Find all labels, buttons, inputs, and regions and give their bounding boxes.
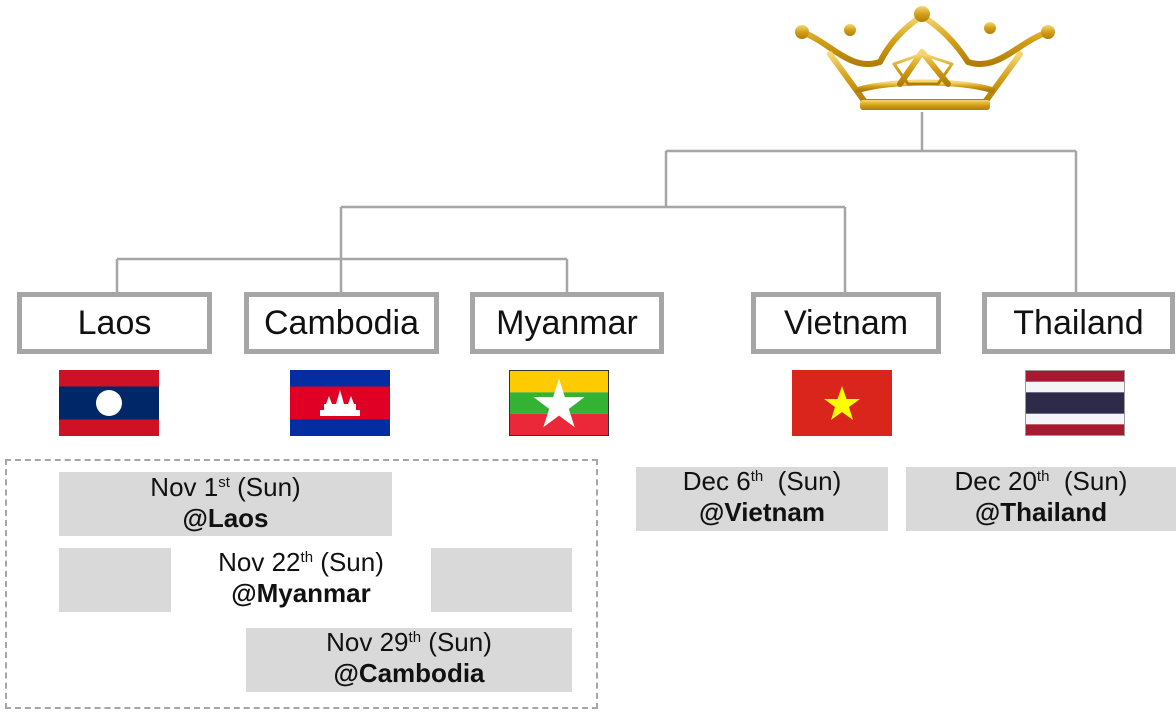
group-stage-frame: [5, 459, 598, 709]
match-box-thailand: [906, 467, 1176, 531]
team-box-thailand: Thailand: [982, 292, 1175, 354]
myanmar-flag-icon: [509, 370, 609, 436]
match-venue: @Cambodia: [333, 658, 485, 688]
match-venue: @Thailand: [974, 497, 1108, 527]
match-date: Nov 22th (Sun): [218, 547, 384, 577]
team-name: Myanmar: [496, 303, 638, 342]
match-info-vietnam: Dec 6th (Sun) @Vietnam: [636, 466, 888, 528]
match-info-cambodia: Nov 29th (Sun) @Cambodia: [246, 627, 572, 689]
match-date: Dec 20th (Sun): [954, 466, 1128, 496]
match-box-myanmar-right: [431, 548, 572, 612]
team-box-laos: Laos: [17, 292, 212, 354]
match-info-laos: Nov 1st (Sun) @Laos: [59, 472, 392, 534]
team-name: Vietnam: [783, 303, 909, 342]
match-box-laos: [59, 472, 392, 536]
team-name: Cambodia: [264, 303, 419, 342]
team-box-vietnam: Vietnam: [751, 292, 941, 354]
team-name: Laos: [77, 303, 152, 342]
match-venue: @Laos: [182, 503, 269, 533]
match-date: Nov 29th (Sun): [326, 627, 492, 657]
vietnam-flag-icon: [792, 370, 892, 436]
laos-flag-icon: [59, 370, 159, 436]
match-date: Nov 1st (Sun): [150, 472, 301, 502]
match-box-vietnam: [636, 467, 888, 531]
match-box-myanmar-left: [59, 548, 171, 612]
team-box-cambodia: Cambodia: [244, 292, 439, 354]
match-date: Dec 6th (Sun): [682, 466, 842, 496]
match-info-thailand: Dec 20th (Sun) @Thailand: [906, 466, 1176, 528]
team-box-myanmar: Myanmar: [470, 292, 664, 354]
match-info-myanmar: Nov 22th (Sun) @Myanmar: [172, 547, 430, 609]
thailand-flag-icon: [1025, 370, 1125, 436]
team-name: Thailand: [1013, 303, 1144, 342]
crown-icon: [795, 6, 1055, 110]
match-venue: @Myanmar: [231, 578, 371, 608]
match-venue: @Vietnam: [698, 497, 826, 527]
match-box-cambodia: [246, 628, 572, 692]
cambodia-flag-icon: [290, 370, 390, 436]
